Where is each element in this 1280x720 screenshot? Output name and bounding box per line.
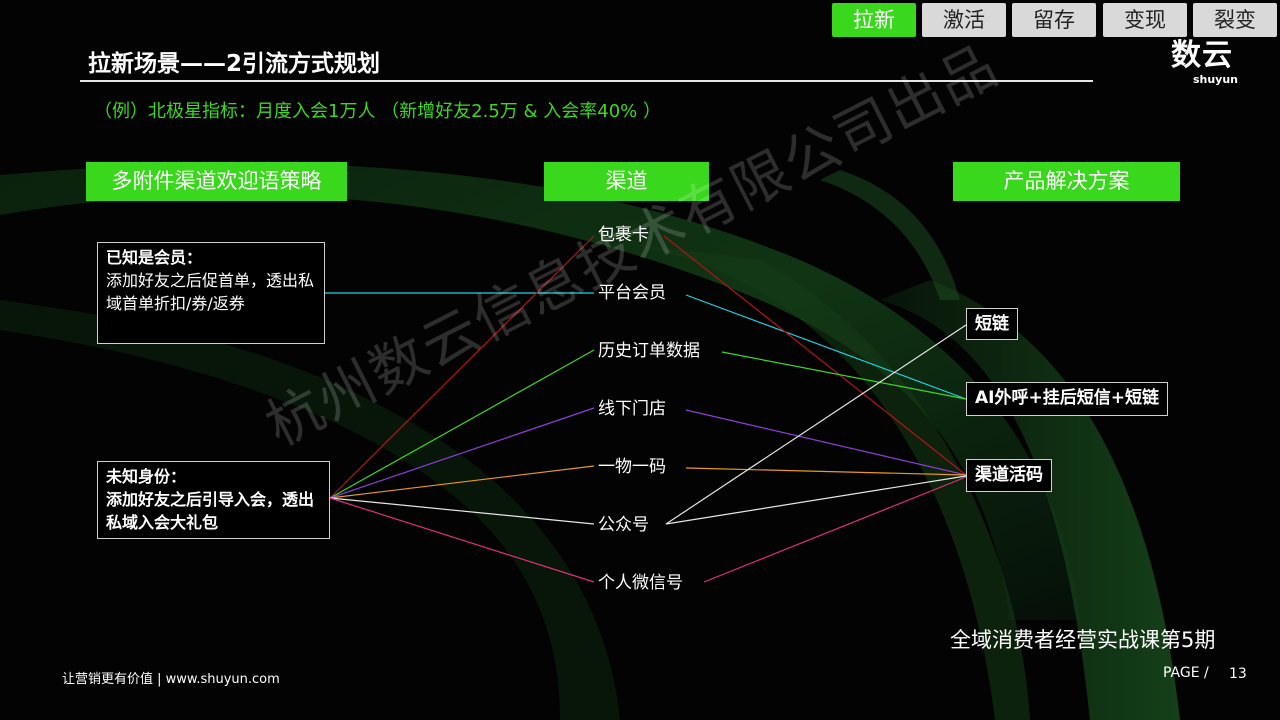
course-name: 全域消费者经营实战课第5期 (950, 628, 1216, 652)
line-unknown-parcel (329, 235, 595, 499)
solution-live-code: 渠道活码 (966, 459, 1052, 492)
line-product-livecode (685, 467, 967, 476)
channel-offline-store: 线下门店 (598, 399, 666, 419)
nav-tab-retain[interactable]: 留存 (1012, 3, 1096, 37)
line-offline-livecode (685, 409, 967, 476)
nav-tab-activate[interactable]: 激活 (922, 3, 1006, 37)
brand-logo: 数云 shuyun (1162, 38, 1242, 86)
channel-platform-member: 平台会员 (598, 283, 666, 303)
line-unknown-history (329, 349, 595, 499)
bg-swirl-2 (880, 280, 1180, 720)
page-label: PAGE / (1163, 665, 1209, 681)
column-header-solution: 产品解决方案 (953, 162, 1180, 201)
brand-logo-subtext: shuyun (1192, 73, 1238, 86)
strategy-known-body: 添加好友之后促首单，透出私域首单折扣/券/返券 (106, 271, 315, 313)
nav-tab-acquire[interactable]: 拉新 (832, 3, 916, 37)
channel-official-account: 公众号 (598, 515, 649, 535)
column-header-channel: 渠道 (544, 162, 709, 201)
solution-ai-call: AI外呼+挂后短信+短链 (966, 382, 1168, 416)
footer-tagline: 让营销更有价值 | www.shuyun.com (62, 672, 280, 687)
line-parcel-livecode (663, 235, 967, 476)
channel-order-history: 历史订单数据 (598, 341, 700, 361)
line-unknown-offline (329, 407, 595, 499)
bg-swirl-1 (0, 163, 1080, 620)
brand-logo-text: 数云 (1171, 38, 1233, 73)
bg-swirl-5 (820, 170, 960, 300)
line-unknown-official (329, 497, 595, 525)
page-number: 13 (1229, 666, 1247, 682)
line-platform-ai (685, 294, 967, 400)
nav-tab-monetize[interactable]: 变现 (1103, 3, 1187, 37)
line-history-ai (721, 351, 967, 400)
north-star-metric: （例）北极星指标：月度入会1万人 （新增好友2.5万 & 入会率40% ） (94, 101, 662, 122)
title-divider (80, 80, 1093, 82)
line-official-shortlink (665, 324, 967, 525)
channel-product-code: 一物一码 (598, 457, 666, 477)
solution-short-link: 短链 (966, 308, 1018, 340)
nav-tab-referral[interactable]: 裂变 (1193, 3, 1277, 37)
bg-swirl-4 (0, 300, 620, 720)
line-unknown-product (329, 465, 595, 499)
column-header-strategy: 多附件渠道欢迎语策略 (86, 162, 347, 201)
strategy-unknown-title: 未知身份： (106, 467, 187, 486)
channel-parcel-card: 包裹卡 (598, 225, 649, 245)
line-unknown-wechat (329, 497, 595, 583)
page-title: 拉新场景——2引流方式规划 (88, 51, 381, 77)
strategy-known-member: 已知是会员： 添加好友之后促首单，透出私域首单折扣/券/返券 (97, 242, 325, 344)
strategy-unknown-body: 添加好友之后引导入会，透出私域入会大礼包 (106, 490, 315, 532)
strategy-unknown-identity: 未知身份： 添加好友之后引导入会，透出私域入会大礼包 (97, 461, 330, 539)
line-wechat-livecode (703, 476, 967, 583)
channel-personal-wechat: 个人微信号 (598, 573, 683, 593)
strategy-known-title: 已知是会员： (106, 248, 203, 267)
line-official-livecode (665, 475, 967, 525)
